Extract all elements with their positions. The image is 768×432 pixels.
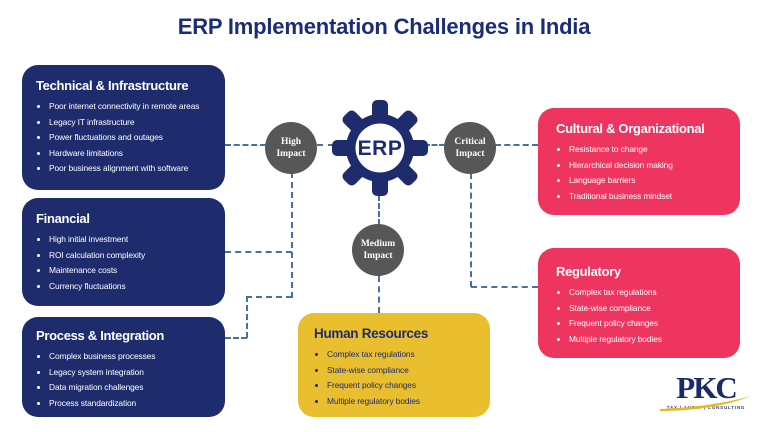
logo-swoosh-icon <box>660 396 751 411</box>
connector-gear-to-critical <box>424 144 445 146</box>
bullet-item: Complex business processes <box>49 349 217 365</box>
card-title: Technical & Infrastructure <box>36 78 189 93</box>
cultural-organizational-card: Cultural & Organizational Resistance to … <box>538 108 740 215</box>
card-title: Regulatory <box>556 264 621 279</box>
critical-impact-badge: Critical Impact <box>444 122 496 174</box>
regulatory-card: Regulatory Complex tax regulationsState-… <box>538 248 740 358</box>
bullet-item: Language barriers <box>569 173 732 189</box>
high-impact-badge: High Impact <box>265 122 317 174</box>
card-title: Financial <box>36 211 90 226</box>
erp-gear-icon: ERP <box>332 100 428 196</box>
badge-label: Critical Impact <box>454 136 486 159</box>
connector-to-regulatory <box>471 286 538 288</box>
connector-high-to-gear <box>317 144 334 146</box>
bullet-item: State-wise compliance <box>327 363 482 379</box>
connector-high-down <box>291 172 293 298</box>
bullet-item: Poor business alignment with software <box>49 161 217 177</box>
connector-jog-horizontal <box>246 296 292 298</box>
process-integration-card: Process & Integration Complex business p… <box>22 317 225 417</box>
bullet-item: Frequent policy changes <box>569 316 732 332</box>
bullet-item: Data migration challenges <box>49 380 217 396</box>
bullet-item: Hardware limitations <box>49 146 217 162</box>
bullet-item: Currency fluctuations <box>49 279 217 295</box>
human-resources-card: Human Resources Complex tax regulationsS… <box>298 313 490 417</box>
connector-financial-stub <box>225 251 292 253</box>
card-title: Human Resources <box>314 326 429 341</box>
pkc-logo-text: PKC <box>676 370 737 405</box>
bullet-item: Maintenance costs <box>49 263 217 279</box>
page-title: ERP Implementation Challenges in India <box>177 14 591 39</box>
bullet-item: Resistance to change <box>569 142 732 158</box>
connector-to-process <box>225 337 247 339</box>
connector-medium-to-hr <box>378 276 380 313</box>
connector-gear-to-medium <box>378 195 380 225</box>
badge-label: Medium Impact <box>360 238 396 261</box>
bullet-item: High initial investment <box>49 232 217 248</box>
bullet-item: Multiple regulatory bodies <box>327 394 482 410</box>
card-title: Process & Integration <box>36 328 165 343</box>
bullet-item: Multiple regulatory bodies <box>569 332 732 348</box>
connector-critical-down <box>470 173 472 287</box>
financial-card: Financial High initial investmentROI cal… <box>22 198 225 306</box>
card-bullet-list: Complex business processesLegacy system … <box>36 349 217 411</box>
card-title: Cultural & Organizational <box>556 121 705 136</box>
connector-jog-vertical <box>246 296 248 338</box>
bullet-item: Legacy system integration <box>49 365 217 381</box>
bullet-item: Traditional business mindset <box>569 189 732 205</box>
card-bullet-list: Poor internet connectivity in remote are… <box>36 99 217 177</box>
connector-critical-to-cultural <box>495 144 538 146</box>
badge-label: High Impact <box>276 136 306 159</box>
bullet-item: ROI calculation complexity <box>49 248 217 264</box>
erp-label: ERP <box>358 137 403 160</box>
connector-technical-to-high <box>225 144 266 146</box>
bullet-item: Complex tax regulations <box>327 347 482 363</box>
bullet-item: Poor internet connectivity in remote are… <box>49 99 217 115</box>
medium-impact-badge: Medium Impact <box>352 224 404 276</box>
card-bullet-list: Complex tax regulationsState-wise compli… <box>314 347 482 409</box>
bullet-item: Power fluctuations and outages <box>49 130 217 146</box>
card-bullet-list: High initial investmentROI calculation c… <box>36 232 217 294</box>
bullet-item: State-wise compliance <box>569 301 732 317</box>
card-bullet-list: Complex tax regulationsState-wise compli… <box>556 285 732 347</box>
bullet-item: Legacy IT infrastructure <box>49 115 217 131</box>
bullet-item: Complex tax regulations <box>569 285 732 301</box>
card-bullet-list: Resistance to changeHierarchical decisio… <box>556 142 732 204</box>
bullet-item: Hierarchical decision making <box>569 158 732 174</box>
pkc-logo: PKC TAX | AUDIT | CONSULTING <box>658 372 754 424</box>
technical-infrastructure-card: Technical & Infrastructure Poor internet… <box>22 65 225 190</box>
bullet-item: Process standardization <box>49 396 217 412</box>
bullet-item: Frequent policy changes <box>327 378 482 394</box>
